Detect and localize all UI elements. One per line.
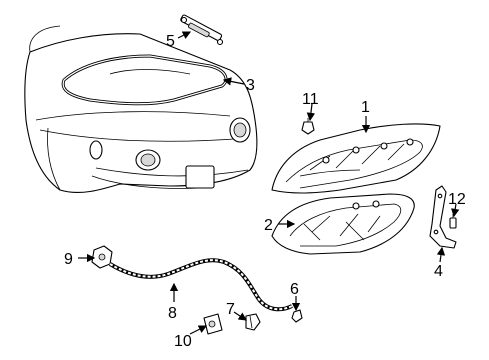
callout-12: 12 — [448, 191, 466, 208]
part-7-latch — [245, 313, 261, 331]
part-8-release-cable — [108, 258, 293, 312]
callout-7: 7 — [226, 301, 235, 318]
part-12-bolt — [449, 214, 457, 229]
part-2-hood-insulator — [271, 193, 415, 255]
part-3-hood-seal — [61, 54, 228, 106]
callout-6: 6 — [290, 281, 299, 298]
callout-3: 3 — [246, 77, 255, 94]
callout-8: 8 — [168, 305, 177, 322]
callout-10: 10 — [174, 333, 192, 350]
callout-1: 1 — [361, 99, 370, 116]
part-6-retainer — [291, 309, 303, 323]
part-5-hood-strut — [180, 14, 224, 46]
part-10-bracket — [203, 313, 223, 335]
callout-5: 5 — [166, 33, 175, 50]
part-11-clip — [301, 118, 315, 135]
part-9-release-handle — [91, 245, 113, 269]
part-4-hood-hinge — [429, 185, 457, 249]
leader-lines — [78, 31, 460, 335]
vehicle-body — [24, 25, 258, 193]
callout-9: 9 — [64, 251, 73, 268]
part-1-hood-panel — [271, 123, 441, 194]
callout-2: 2 — [264, 217, 273, 234]
callout-labels: 5 3 1 11 2 4 12 9 8 7 6 10 — [64, 33, 466, 350]
callout-4: 4 — [434, 263, 443, 280]
callout-11: 11 — [302, 91, 319, 108]
